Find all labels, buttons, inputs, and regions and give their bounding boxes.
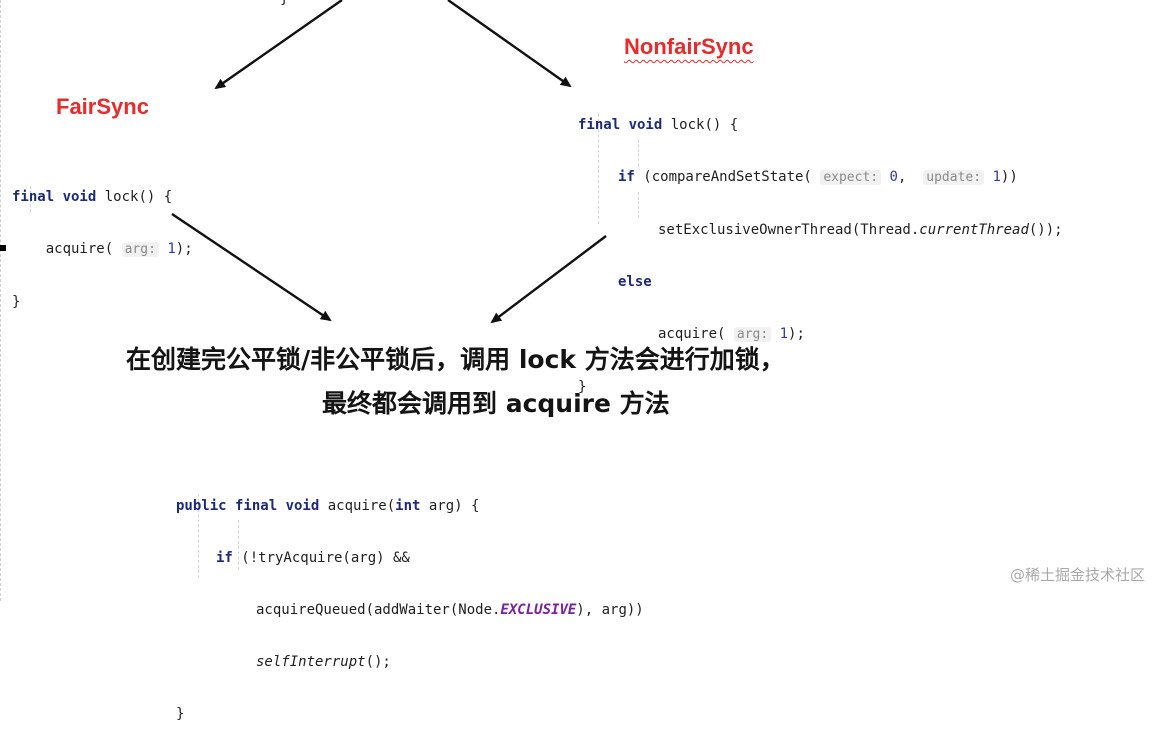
nonfairsync-title: NonfairSync — [624, 34, 754, 59]
marker-dot — [0, 245, 6, 251]
watermark: @稀土掘金技术社区 — [1009, 566, 1145, 584]
acquire-code: public final void acquire(int arg) { if … — [176, 467, 644, 753]
indent-guide — [238, 520, 239, 570]
param-hint: arg: — [121, 242, 159, 257]
nonfairsync-code: final void lock() { if (compareAndSetSta… — [578, 86, 1063, 426]
param-hint: arg: — [733, 327, 772, 342]
indent-guide — [638, 192, 639, 218]
code-line: selfInterrupt(); — [256, 654, 391, 670]
caption-line-1: 在创建完公平锁/非公平锁后，调用 lock 方法会进行加锁， — [126, 345, 785, 374]
left-edge-guide — [0, 0, 1, 601]
param-hint: expect: — [820, 170, 882, 185]
indent-guide — [30, 186, 31, 212]
caption-line-2: 最终都会调用到 acquire 方法 — [322, 389, 670, 418]
code-line: if (!tryAcquire(arg) && — [216, 550, 410, 566]
flow-arrows — [171, 0, 607, 324]
code-line: } — [176, 706, 185, 722]
code-line: } — [578, 379, 587, 395]
indent-guide — [198, 494, 199, 578]
indent-guide — [598, 114, 599, 224]
arrow-fair-to-caption — [171, 213, 332, 322]
fairsync-code: final void lock() { acquire( arg: 1); } — [12, 158, 193, 341]
code-line: acquire( arg: 1); — [12, 241, 193, 257]
indent-guide — [638, 140, 639, 166]
code-line: if (compareAndSetState( expect: 0, updat… — [618, 169, 1018, 185]
code-line: setExclusiveOwnerThread(Thread.currentTh… — [658, 222, 1063, 238]
code-line: } — [12, 294, 21, 310]
arrow-nonfair-to-caption — [490, 235, 607, 324]
top-brace: } — [280, 0, 288, 12]
code-line: final void lock() { — [12, 189, 173, 205]
code-line: else — [618, 274, 652, 290]
param-hint: update: — [923, 170, 985, 185]
fairsync-title: FairSync — [56, 94, 149, 119]
code-line: final void lock() { — [578, 117, 739, 133]
code-line: public final void acquire(int arg) { — [176, 498, 480, 514]
arrow-to-fairsync — [214, 0, 343, 90]
arrow-to-nonfairsync — [447, 0, 572, 88]
code-line: acquire( arg: 1); — [658, 326, 805, 342]
